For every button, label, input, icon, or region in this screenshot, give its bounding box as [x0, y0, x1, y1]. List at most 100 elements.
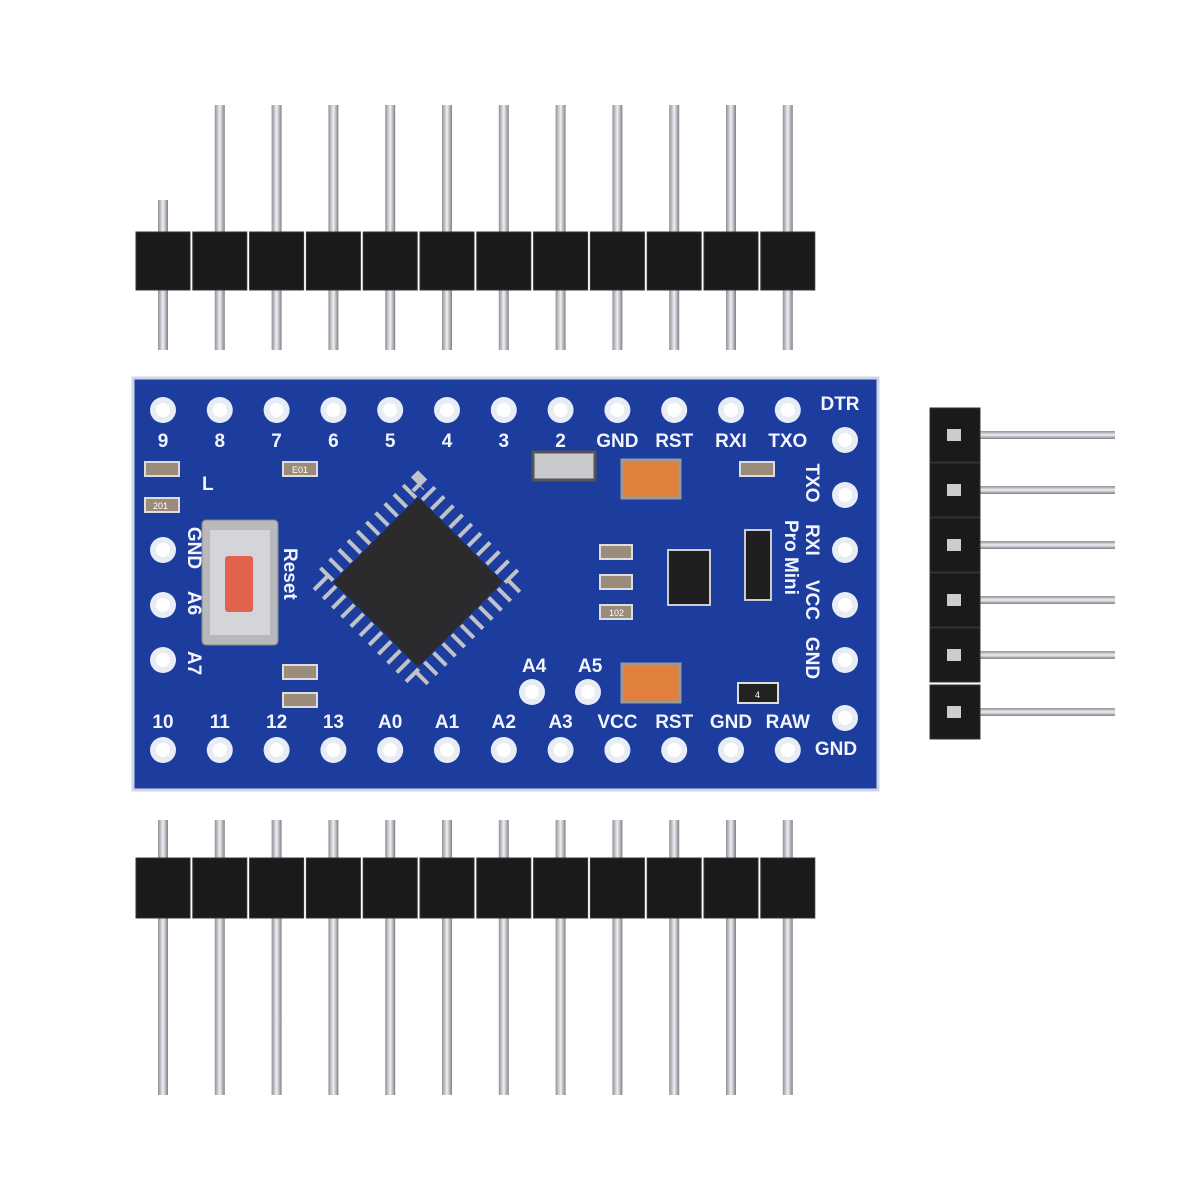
- hole: [838, 543, 852, 557]
- hole: [269, 403, 284, 417]
- pin-label-top: 7: [271, 431, 282, 452]
- pin-label-right: GND: [801, 637, 822, 679]
- label-a4: A4: [522, 656, 547, 677]
- header-block: [646, 857, 702, 919]
- hole: [525, 685, 539, 699]
- header-pin: [442, 105, 452, 350]
- header-block: [589, 231, 645, 291]
- pin-label-top: 9: [158, 431, 169, 452]
- header-block: [760, 857, 816, 919]
- pin-label-right: RXI: [801, 524, 822, 556]
- hole: [553, 403, 568, 417]
- top-pin-header: [135, 105, 816, 350]
- pin-label-top: GND: [596, 431, 638, 452]
- header-pin: [612, 105, 623, 350]
- hole: [838, 598, 852, 612]
- header-pin: [158, 820, 168, 1095]
- pin-label-bottom: 13: [323, 712, 344, 733]
- board-name: Pro Mini: [780, 520, 801, 595]
- header-block: [135, 857, 191, 919]
- hole: [156, 543, 170, 557]
- hole: [838, 711, 852, 725]
- pin-label-top: 6: [328, 431, 339, 452]
- header-block: [192, 857, 248, 919]
- pin-label-top: RXI: [715, 431, 747, 452]
- microcontroller-chip: [306, 470, 530, 694]
- header-pin: [940, 708, 1115, 716]
- header-block: [476, 231, 532, 291]
- header-pin: [940, 486, 1115, 494]
- reset-button: [201, 519, 279, 646]
- header-block: [305, 857, 361, 919]
- pin-label-top: 3: [499, 431, 510, 452]
- pin-label-bottom: 12: [266, 712, 287, 733]
- header-block: [305, 231, 361, 291]
- pin-label-top: RST: [655, 431, 693, 452]
- hole: [156, 598, 170, 612]
- pin-label-top: 4: [442, 431, 453, 452]
- header-pin: [726, 105, 736, 350]
- pin-label-bottom: A3: [548, 712, 572, 733]
- hole: [553, 743, 568, 757]
- header-pin: [271, 105, 282, 350]
- hole: [667, 403, 682, 417]
- bottom-pin-header: [135, 820, 816, 1095]
- led-label: L: [202, 474, 214, 495]
- header-block: [760, 231, 816, 291]
- header-block: [135, 231, 191, 291]
- hole: [383, 743, 398, 757]
- pin-label-bottom: RST: [655, 712, 693, 733]
- pin-label-left: GND: [183, 527, 204, 569]
- hole: [780, 403, 795, 417]
- header-pin: [940, 431, 1115, 439]
- hole: [326, 743, 341, 757]
- pin-label-right: VCC: [801, 580, 822, 620]
- marking-201: 201: [153, 501, 168, 511]
- pin-label-right: GND: [815, 739, 857, 760]
- pin-label-left: A7: [183, 651, 204, 675]
- hole: [212, 403, 227, 417]
- header-block: [703, 857, 759, 919]
- hole: [326, 403, 341, 417]
- pin-label-top: 2: [555, 431, 566, 452]
- pin-label-bottom: A1: [435, 712, 460, 733]
- pin-end: [947, 484, 961, 496]
- pin-label-bottom: 11: [210, 712, 231, 733]
- pin-label-bottom: VCC: [597, 712, 637, 733]
- side-pin-header: [929, 407, 1115, 740]
- header-block: [192, 231, 248, 291]
- hole: [838, 488, 852, 502]
- header-pin: [669, 820, 680, 1095]
- pin-label-bottom: A0: [378, 712, 402, 733]
- header-pin: [328, 105, 339, 350]
- hole: [610, 403, 625, 417]
- header-block: [419, 231, 475, 291]
- header-pin: [385, 105, 396, 350]
- pin-label-bottom: RAW: [766, 712, 810, 733]
- pin-label-top: TXO: [768, 431, 807, 452]
- hole: [667, 743, 682, 757]
- pin-label-top: 8: [215, 431, 226, 452]
- resonator: [531, 450, 597, 482]
- hole: [724, 743, 738, 757]
- header-pin: [612, 820, 623, 1095]
- header-pin: [726, 820, 736, 1095]
- header-pin: [442, 820, 452, 1095]
- header-pin: [214, 105, 225, 350]
- label-a5: A5: [578, 656, 603, 677]
- header-pin: [669, 105, 680, 350]
- header-block: [249, 857, 305, 919]
- pin-label-right: DTR: [820, 394, 859, 415]
- marking-4: 4: [755, 690, 760, 700]
- header-block: [533, 857, 589, 919]
- hole: [212, 743, 227, 757]
- hole: [780, 743, 795, 757]
- header-pin: [555, 105, 566, 350]
- marking-e01: E01: [292, 465, 308, 475]
- pin-end: [947, 649, 961, 661]
- pin-label-bottom: 10: [152, 712, 173, 733]
- hole: [156, 403, 170, 417]
- header-block: [476, 857, 532, 919]
